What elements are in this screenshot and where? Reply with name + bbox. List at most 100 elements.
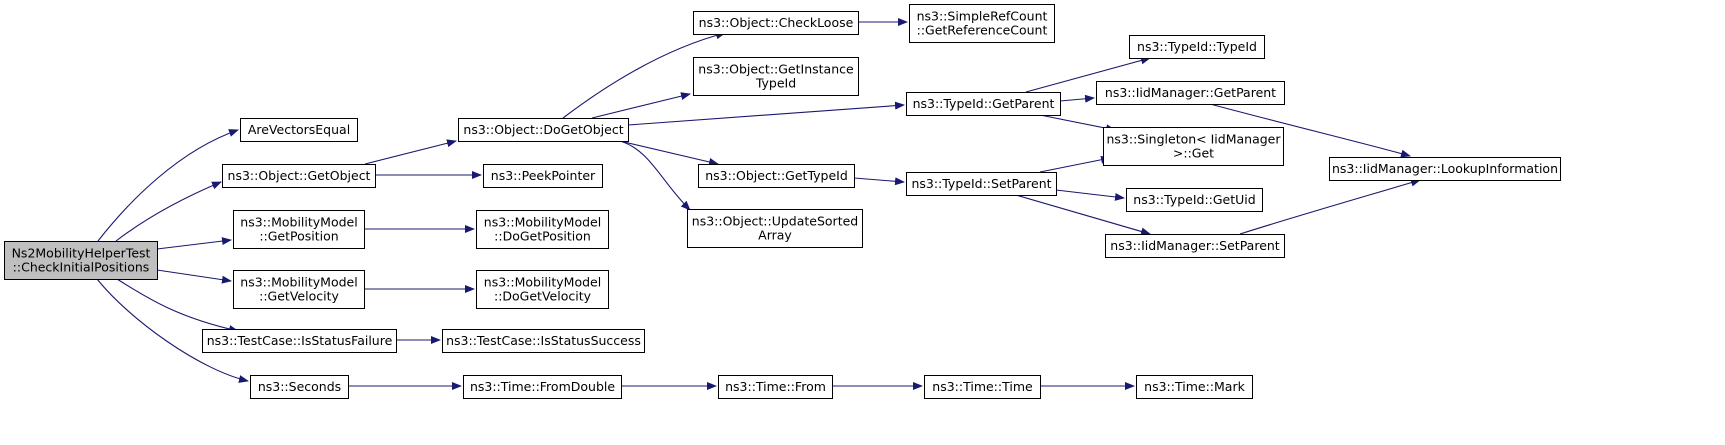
node-label-line: ::DoGetPosition <box>494 229 591 244</box>
node-box <box>463 375 622 399</box>
node-box <box>4 241 158 280</box>
call-edge-root-to-getVelocity <box>156 269 232 284</box>
node-label-line: ns3::Object::GetObject <box>228 168 371 183</box>
node-timeTime[interactable]: ns3::Time::Time <box>924 375 1041 399</box>
node-box <box>693 11 859 35</box>
node-isStatusFailure[interactable]: ns3::TestCase::IsStatusFailure <box>202 329 397 353</box>
call-edge-typeIdGetParent-to-typeIdTypeId <box>1025 56 1151 93</box>
node-label-line: ns3::TypeId::SetParent <box>911 176 1051 191</box>
node-box <box>924 375 1041 399</box>
node-label-line: ns3::Object::GetTypeId <box>705 168 848 183</box>
node-label-line: ns3::Time::Time <box>932 379 1033 394</box>
node-box <box>458 118 629 142</box>
node-label-line: ns3::TypeId::GetUid <box>1133 192 1255 207</box>
call-edge-typeIdGetParent-to-iidGetParent <box>1059 94 1095 103</box>
node-box <box>718 375 833 399</box>
node-objGetTypeId[interactable]: ns3::Object::GetTypeId <box>698 164 855 188</box>
call-edge-root-to-getPosition <box>156 237 232 250</box>
node-timeFrom[interactable]: ns3::Time::From <box>718 375 833 399</box>
node-box <box>476 270 609 309</box>
node-label-line: AreVectorsEqual <box>248 122 350 137</box>
node-label-line: ::DoGetVelocity <box>494 289 592 304</box>
node-label-line: Array <box>758 228 792 243</box>
node-doGetObject[interactable]: ns3::Object::DoGetObject <box>458 118 629 142</box>
node-box <box>687 209 863 248</box>
node-lookupInformation[interactable]: ns3::IidManager::LookupInformation <box>1329 157 1561 181</box>
node-root[interactable]: Ns2MobilityHelperTest::CheckInitialPosit… <box>4 241 158 280</box>
node-label-line: Ns2MobilityHelperTest <box>12 246 151 261</box>
node-label-line: ns3::Object::CheckLoose <box>699 15 854 30</box>
node-doGetPosition[interactable]: ns3::MobilityModel::DoGetPosition <box>476 210 609 249</box>
node-box <box>1103 127 1284 166</box>
call-edge-doGetObject-to-updateSortedArray <box>619 140 691 211</box>
node-label-line: ::CheckInitialPositions <box>13 260 150 275</box>
node-label-line: ::GetVelocity <box>259 289 339 304</box>
node-typeIdGetUid[interactable]: ns3::TypeId::GetUid <box>1126 188 1263 212</box>
node-getPosition[interactable]: ns3::MobilityModel::GetPosition <box>233 210 365 249</box>
node-iidSetParent[interactable]: ns3::IidManager::SetParent <box>1105 234 1285 258</box>
call-edge-iidSetParent-to-lookupInformation <box>1239 178 1421 235</box>
edges-layer <box>96 18 1421 390</box>
node-label-line: ns3::Object::UpdateSorted <box>692 214 858 229</box>
node-box <box>250 375 349 399</box>
node-label-line: ns3::Time::From <box>725 379 826 394</box>
node-label-line: ns3::TypeId::TypeId <box>1137 39 1257 54</box>
node-typeIdSetParent[interactable]: ns3::TypeId::SetParent <box>906 172 1057 196</box>
call-edge-root-to-getObject <box>115 181 222 242</box>
node-typeIdTypeId[interactable]: ns3::TypeId::TypeId <box>1129 35 1265 59</box>
node-label-line: ns3::IidManager::GetParent <box>1105 85 1276 100</box>
node-box <box>483 164 603 188</box>
call-edge-typeIdSetParent-to-iidSetParent <box>1015 194 1151 236</box>
node-label-line: ns3::IidManager::LookupInformation <box>1332 161 1558 176</box>
node-label-line: ns3::IidManager::SetParent <box>1110 238 1280 253</box>
node-doGetVelocity[interactable]: ns3::MobilityModel::DoGetVelocity <box>476 270 609 309</box>
node-fromDouble[interactable]: ns3::Time::FromDouble <box>463 375 622 399</box>
node-box <box>1096 81 1285 105</box>
call-edge-objGetTypeId-to-typeIdSetParent <box>853 177 905 186</box>
call-edge-root-to-isStatusFailure <box>116 278 239 333</box>
node-box <box>476 210 609 249</box>
node-seconds[interactable]: ns3::Seconds <box>250 375 349 399</box>
call-edge-root-to-seconds <box>96 278 249 383</box>
node-label-line: ns3::Time::FromDouble <box>470 379 615 394</box>
node-box <box>906 92 1061 116</box>
node-getObject[interactable]: ns3::Object::GetObject <box>222 164 376 188</box>
node-box <box>240 118 358 142</box>
node-label-line: ns3::Object::DoGetObject <box>463 122 623 137</box>
node-box <box>1329 157 1561 181</box>
node-label-line: ns3::TestCase::IsStatusFailure <box>207 333 393 348</box>
call-edge-typeIdGetParent-to-singletonGet <box>1039 114 1116 133</box>
node-label-line: ns3::TestCase::IsStatusSuccess <box>446 333 641 348</box>
node-timeMark[interactable]: ns3::Time::Mark <box>1136 375 1253 399</box>
node-singletonGet[interactable]: ns3::Singleton< IidManager>::Get <box>1103 127 1284 166</box>
node-isStatusSuccess[interactable]: ns3::TestCase::IsStatusSuccess <box>442 329 645 353</box>
node-getReferenceCount[interactable]: ns3::SimpleRefCount::GetReferenceCount <box>909 4 1055 43</box>
node-label-line: ns3::TypeId::GetParent <box>913 96 1055 111</box>
node-typeIdGetParent[interactable]: ns3::TypeId::GetParent <box>906 92 1061 116</box>
call-edge-typeIdSetParent-to-typeIdGetUid <box>1055 189 1125 201</box>
node-getVelocity[interactable]: ns3::MobilityModel::GetVelocity <box>233 270 365 309</box>
node-label-line: ns3::Time::Mark <box>1144 379 1245 394</box>
node-label-line: ::GetPosition <box>259 229 338 244</box>
node-label-line: ns3::PeekPointer <box>491 168 596 183</box>
node-box <box>698 164 855 188</box>
node-label-line: ns3::MobilityModel <box>484 275 601 290</box>
node-areVectorsEqual[interactable]: AreVectorsEqual <box>240 118 358 142</box>
node-box <box>233 270 365 309</box>
node-label-line: ns3::MobilityModel <box>240 215 357 230</box>
call-edge-doGetObject-to-getInstanceTypeId <box>591 92 691 119</box>
node-box <box>909 4 1055 43</box>
node-checkLoose[interactable]: ns3::Object::CheckLoose <box>693 11 859 35</box>
node-label-line: ns3::Seconds <box>258 379 341 394</box>
node-label-line: ns3::MobilityModel <box>240 275 357 290</box>
call-edge-doGetObject-to-objGetTypeId <box>619 140 719 166</box>
node-peekPointer[interactable]: ns3::PeekPointer <box>483 164 603 188</box>
call-edge-iidGetParent-to-lookupInformation <box>1209 103 1411 158</box>
node-box <box>233 210 365 249</box>
node-iidGetParent[interactable]: ns3::IidManager::GetParent <box>1096 81 1285 105</box>
call-edge-getObject-to-doGetObject <box>364 139 457 165</box>
node-box <box>1105 234 1285 258</box>
node-box <box>906 172 1057 196</box>
